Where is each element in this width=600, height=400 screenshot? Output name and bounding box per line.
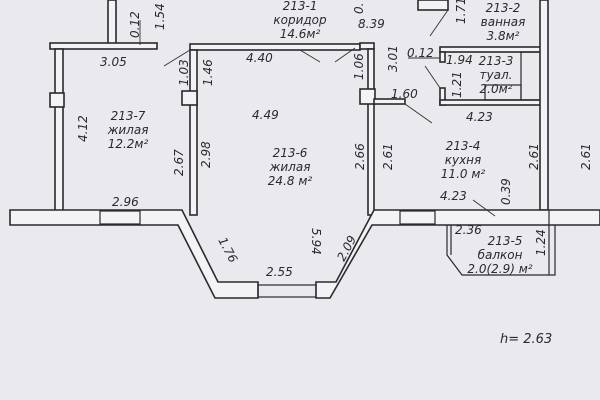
room-213-5: 213-5 балкон 2.0(2.9) м²: [467, 234, 532, 276]
room-area: 11.0 м²: [441, 167, 486, 181]
room-213-3: 213-3 туал. 2.0м²: [479, 54, 514, 96]
dimension-label: 1.54: [153, 3, 167, 30]
dimensions: 0.12 1.54 3.05 1.03 1.46 4.40 4.49 4.12 …: [76, 0, 593, 279]
room-area: 24.8 м²: [268, 174, 313, 188]
dimension-label: 2.61: [527, 143, 541, 170]
dimension-label: 1.06: [352, 53, 366, 80]
walls: [9, 0, 600, 299]
dimension-label: 4.49: [252, 108, 279, 122]
dimension-label: 2.96: [112, 195, 139, 209]
dimension-label: 5.94: [309, 228, 323, 255]
dimension-label: 2.98: [199, 141, 213, 168]
room-area: 12.2м²: [108, 137, 149, 151]
room-213-4: 213-4 кухня 11.0 м²: [441, 139, 486, 181]
room-213-2: 213-2 ванная 3.8м²: [481, 1, 526, 43]
dimension-label: 4.12: [76, 115, 90, 142]
room-id: 213-3: [479, 54, 514, 68]
room-213-1: 213-1 коридор 14.6м²: [273, 0, 327, 41]
room-area: 2.0(2.9) м²: [467, 262, 532, 276]
room-name: кухня: [445, 153, 482, 167]
dimension-label: 1.60: [391, 87, 418, 101]
dimension-label: 1.24: [534, 229, 548, 256]
room-213-7: 213-7 жилая 12.2м²: [107, 109, 149, 151]
room-id: 213-2: [486, 1, 521, 15]
dimension-label: 1.71: [454, 0, 468, 24]
dimension-label: 2.55: [266, 265, 293, 279]
room-area: 14.6м²: [280, 27, 321, 41]
room-name: туал.: [480, 68, 513, 82]
room-id: 213-7: [111, 109, 146, 123]
room-213-6: 213-6 жилая 24.8 м²: [268, 146, 313, 188]
room-name: коридор: [273, 13, 327, 27]
room-id: 213-6: [273, 146, 308, 160]
dimension-label: 4.23: [466, 110, 493, 124]
dimension-label: 0.12: [407, 46, 434, 60]
dimension-label: 0.39: [499, 178, 513, 205]
dimension-label: 2.61: [381, 143, 395, 170]
dimension-label: 2.36: [455, 223, 482, 237]
column-right: [359, 88, 376, 105]
dimension-label: 0.12: [128, 11, 142, 38]
dimension-label: 2.67: [172, 149, 186, 176]
dimension-label: 3.01: [386, 45, 400, 72]
dimension-label: 1.03: [177, 59, 191, 86]
ceiling-height: h= 2.63: [500, 332, 552, 347]
column-left: [49, 92, 65, 108]
room-area: 3.8м²: [487, 29, 520, 43]
leader-lines: [139, 9, 496, 217]
dimension-label: 1.94: [446, 53, 473, 67]
dimension-label: 1.21: [450, 71, 464, 98]
column-mid: [181, 90, 198, 106]
room-id: 213-4: [446, 139, 481, 153]
room-area: 2.0м²: [480, 82, 513, 96]
dimension-label: 4.23: [440, 189, 467, 203]
room-name: балкон: [478, 248, 523, 262]
room-id: 213-5: [488, 234, 523, 248]
room-name: ванная: [481, 15, 526, 29]
dimension-label: 2.66: [353, 143, 367, 170]
dimension-label: 0.: [352, 3, 366, 14]
dimension-label: 1.46: [201, 59, 215, 86]
room-name: жилая: [107, 123, 149, 137]
dimension-label: 8.39: [358, 17, 385, 31]
room-name: жилая: [269, 160, 311, 174]
room-id: 213-1: [283, 0, 318, 13]
dimension-label: 3.05: [100, 55, 127, 69]
dimension-label: 2.61: [579, 143, 593, 170]
dimension-label: 4.40: [246, 51, 273, 65]
